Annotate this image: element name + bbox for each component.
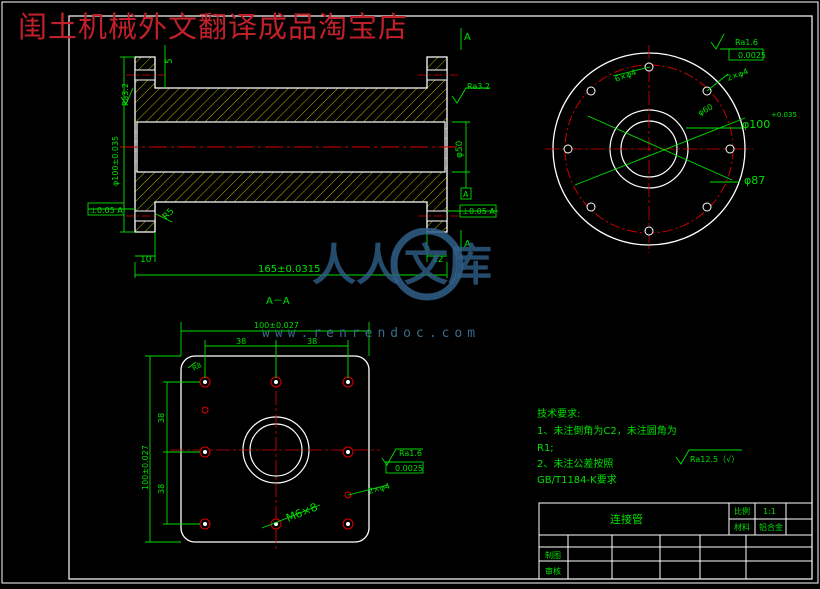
shop-watermark-title: 闺土机械外文翻译成品淘宝店: [18, 10, 409, 44]
plate-roughness: Ra1.6: [399, 449, 422, 458]
end-flatness: 0.0025: [738, 51, 766, 60]
inner-border: [68, 15, 813, 580]
perp-right: ⊥0.05 A: [462, 207, 495, 216]
plate-thread: M6×8: [284, 500, 319, 524]
end-holes-left: 6×φ4: [614, 68, 638, 84]
bolt-hole: [586, 86, 596, 96]
end-circle-b: φ100: [742, 118, 770, 131]
part-name: 连接管: [610, 512, 643, 526]
logo-text-right: 文库: [404, 240, 492, 291]
perp-frame-right: [459, 204, 497, 218]
scale-value: 1:1: [763, 507, 776, 516]
notes-line1: 1、未注倒角为C2，未注圆角为: [537, 424, 677, 437]
end-pcd: φ87: [744, 174, 765, 187]
plate-v-upper: 38: [157, 413, 166, 423]
plate-flatness: 0.0025: [395, 464, 423, 473]
bolt-hole: [586, 202, 596, 212]
review-label: 审核: [545, 566, 561, 576]
roughness-symbol: [451, 87, 490, 104]
plate-view: 100±0.027 38 38 100±0.027 38 38 R8 M6×8 …: [141, 321, 424, 552]
bolt-hole: [702, 202, 712, 212]
perp-frame-left: [87, 202, 125, 216]
end-view: Ra1.6 0.0025 2×φ4 6×φ4 φ60 φ100 +0.035 φ…: [545, 33, 797, 253]
notes-line4: GB/T1184-K要求: [537, 474, 617, 486]
roughness-symbol: [381, 448, 423, 466]
end-circle-a: φ60: [697, 102, 715, 118]
plate-pin-holes: 2×φ4: [367, 482, 391, 496]
plate-height: 100±0.027: [141, 445, 150, 490]
datum-box: [460, 187, 472, 200]
dim-flange-left: 10: [140, 255, 152, 265]
dim-flange-gap: 5: [165, 58, 175, 64]
section-hatch: [135, 57, 447, 232]
plate-half-right: 38: [307, 337, 317, 346]
flatness-frame: [728, 48, 764, 61]
plate-corner: R8: [191, 361, 203, 373]
logo-text-left: 人人: [312, 240, 400, 291]
plate-v-lower: 38: [157, 484, 166, 494]
section-mark-top: A: [464, 32, 471, 43]
renrendoc-logo: 人人 文库: [312, 227, 542, 310]
plate-outline: [180, 355, 370, 543]
renrendoc-url: www.renrendoc.com: [262, 326, 481, 341]
perp-left: ⊥0.05 A: [90, 206, 123, 215]
plate-width: 100±0.027: [254, 321, 299, 330]
end-roughness: Ra1.6: [735, 38, 758, 47]
notes-line2: R1;: [537, 443, 554, 454]
pin-hole: [201, 406, 209, 414]
section-view: 165±0.0315 10 12 R5 5 φ100±0.035 φ50 Ra3…: [87, 28, 498, 307]
plate-flatness-frame: [385, 461, 424, 474]
roughness-symbol: [710, 33, 725, 50]
section-title: A－A: [266, 296, 290, 307]
dim-fillet: R5: [161, 207, 177, 223]
dim-bore-dia: φ50: [455, 140, 465, 158]
end-tol: +0.035: [771, 111, 797, 119]
material-label: 材料: [734, 522, 750, 532]
logo-ring-icon: [390, 227, 464, 301]
roughness-left: Ra3.2: [121, 83, 130, 106]
end-holes-top: 2×φ4: [726, 67, 750, 83]
fillet-leader: [155, 213, 173, 223]
notes-roughness: Ra12.5（√）: [690, 455, 739, 464]
dim-height-dia: φ100±0.035: [111, 136, 120, 186]
datum-letter: A: [463, 190, 469, 199]
bolt-hole: [644, 226, 654, 236]
dim-overall-length: 165±0.0315: [258, 264, 320, 275]
scale-label: 比例: [734, 506, 750, 516]
roughness-symbol: [675, 449, 742, 465]
section-mark-bottom: A: [464, 239, 471, 250]
bolt-hole: [563, 144, 573, 154]
notes-line3: 2、未注公差按照: [537, 457, 613, 470]
title-block: 连接管 比例 1:1 材料 铝合金 制图 审核: [538, 502, 813, 580]
technical-notes: 技术要求: 1、未注倒角为C2，未注圆角为 R1; 2、未注公差按照 GB/T1…: [537, 407, 742, 486]
plate-half-left: 38: [236, 337, 246, 346]
drawn-label: 制图: [545, 550, 561, 560]
roughness-right: Ra3.2: [467, 82, 490, 91]
bolt-hole: [725, 144, 735, 154]
roughness-symbol: [120, 87, 134, 105]
notes-heading: 技术要求:: [537, 407, 580, 420]
material-value: 铝合金: [759, 522, 783, 532]
dim-flange-right: 12: [432, 255, 443, 265]
